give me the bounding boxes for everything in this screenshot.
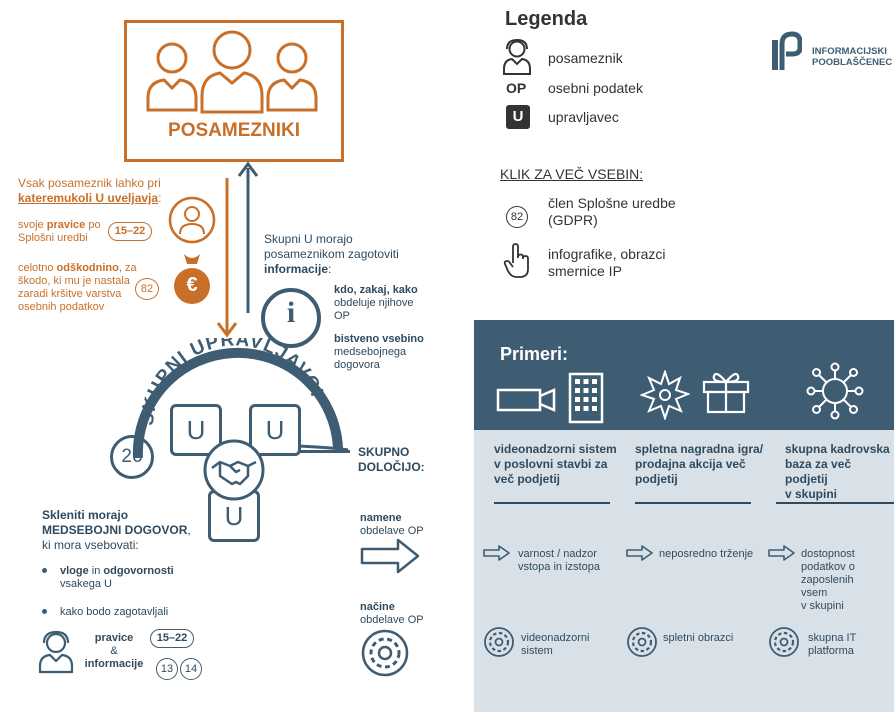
euro-symbol: € <box>186 274 198 296</box>
article-badge-26[interactable]: 26 <box>110 435 154 479</box>
arrow-right-icon <box>483 545 510 561</box>
example-divider-2 <box>635 502 751 504</box>
building-icon <box>568 372 604 424</box>
controller-u-left: U <box>170 404 222 456</box>
info-point-1: kdo, zakaj, kako obdeluje njihove OP <box>334 284 418 322</box>
handshake-icon <box>203 439 265 501</box>
legend-ref-text: člen Splošne uredbe(GDPR) <box>548 195 676 228</box>
examples-header-panel <box>474 320 894 430</box>
bullet-dot <box>42 609 47 614</box>
example-title-2: spletna nagradna igra/prodajna akcija ve… <box>635 442 764 486</box>
agreement-bullet-2: kako bodo zagotavljali <box>60 606 169 618</box>
arrow-right-icon <box>768 545 795 561</box>
example-divider-3 <box>776 502 894 504</box>
bullet-dot <box>42 568 47 573</box>
person-circle-icon <box>168 196 216 244</box>
person-headset-icon <box>38 630 74 674</box>
info-icon <box>261 288 321 348</box>
posamezniki-box <box>124 20 344 162</box>
agreement-sub: pravice&informacije <box>84 632 144 670</box>
arrow-right-icon <box>626 545 653 561</box>
gear-icon <box>769 627 799 657</box>
agreement-bullet-1: vloge in odgovornosti vsakega U <box>60 565 174 590</box>
gear-icon <box>627 627 657 657</box>
gear-icon <box>484 627 514 657</box>
agreement-intro: Skleniti morajo MEDSEBOJNI DOGOVOR, ki m… <box>42 508 191 552</box>
legend-item-individual: posameznik <box>548 50 623 66</box>
rights-item-1: svoje pravice po Splošni uredbi <box>18 219 101 244</box>
connector-line <box>300 450 350 453</box>
posamezniki-label: POSAMEZNIKI <box>168 120 300 141</box>
example-means-2: spletni obrazci <box>663 632 734 644</box>
rights-intro-link[interactable]: kateremukoli U uveljavja <box>18 191 159 205</box>
network-icon <box>806 362 864 420</box>
legend-item-controller: upravljavec <box>548 109 619 125</box>
camera-icon <box>496 388 556 412</box>
rights-badge-82[interactable]: 82 <box>135 278 159 300</box>
info-point-2: bistveno vsebino medsebojnega dogovora <box>334 333 424 371</box>
ip-logo-icon <box>772 31 802 70</box>
example-purpose-2: neposredno trženje <box>659 548 754 560</box>
legend-op-mark: OP <box>506 80 527 96</box>
legend-item-personal-data: osebni podatek <box>548 80 643 96</box>
agreement-badge-13[interactable]: 13 <box>156 658 178 680</box>
info-icon-letter: i <box>286 296 296 329</box>
agreement-badge-14[interactable]: 14 <box>180 658 202 680</box>
person-headset-icon <box>503 38 531 75</box>
examples-title: Primeri: <box>500 344 569 364</box>
pointer-hand-icon <box>503 243 529 278</box>
info-text: Skupni U morajo posameznikom zagotoviti … <box>264 232 399 276</box>
rights-item-2: celotno odškodnino, za škodo, ki mu je n… <box>18 262 137 313</box>
gift-icon <box>702 372 750 414</box>
legend-u-mark: U <box>506 105 530 129</box>
example-divider-1 <box>494 502 610 504</box>
arrow-right-icon <box>360 538 420 574</box>
legend-title: Legenda <box>505 8 588 30</box>
gear-icon <box>361 629 409 677</box>
legend-ref-badge[interactable]: 82 <box>506 206 528 228</box>
flow-arrows <box>216 161 259 338</box>
rights-intro: Vsak posameznik lahko pri kateremukoli U… <box>18 176 162 205</box>
agreement-badge-15-22[interactable]: 15–22 <box>150 629 194 648</box>
sunburst-icon <box>640 370 690 420</box>
people-icon <box>146 30 318 114</box>
examples-body-panel <box>474 430 894 712</box>
money-bag-icon <box>174 254 210 304</box>
controller-u-right: U <box>249 404 301 456</box>
rights-badge-15-22[interactable]: 15–22 <box>108 222 152 241</box>
click-for-more-title: KLIK ZA VEČ VSEBIN: <box>500 166 644 182</box>
